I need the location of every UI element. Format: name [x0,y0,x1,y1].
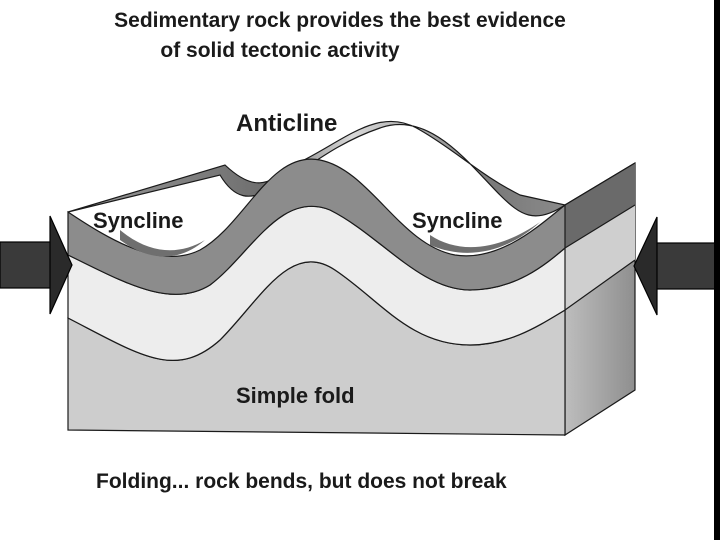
compression-arrow-right-icon [0,215,73,315]
syncline-left-label: Syncline [93,208,183,233]
caption: Folding... rock bends, but does not brea… [96,470,507,493]
title-line-1: Sedimentary rock provides the best evide… [114,9,566,32]
top-rock-layer [67,158,566,295]
edge-border [714,0,720,540]
diagram-title: Sedimentary rock provides the best evide… [0,6,720,66]
syncline-right-label: Syncline [412,208,502,233]
title-line-2: of solid tectonic activity [160,39,400,62]
simple-fold-label: Simple fold [236,383,355,408]
compression-arrow-left-icon [633,216,718,316]
anticline-label: Anticline [236,110,337,137]
